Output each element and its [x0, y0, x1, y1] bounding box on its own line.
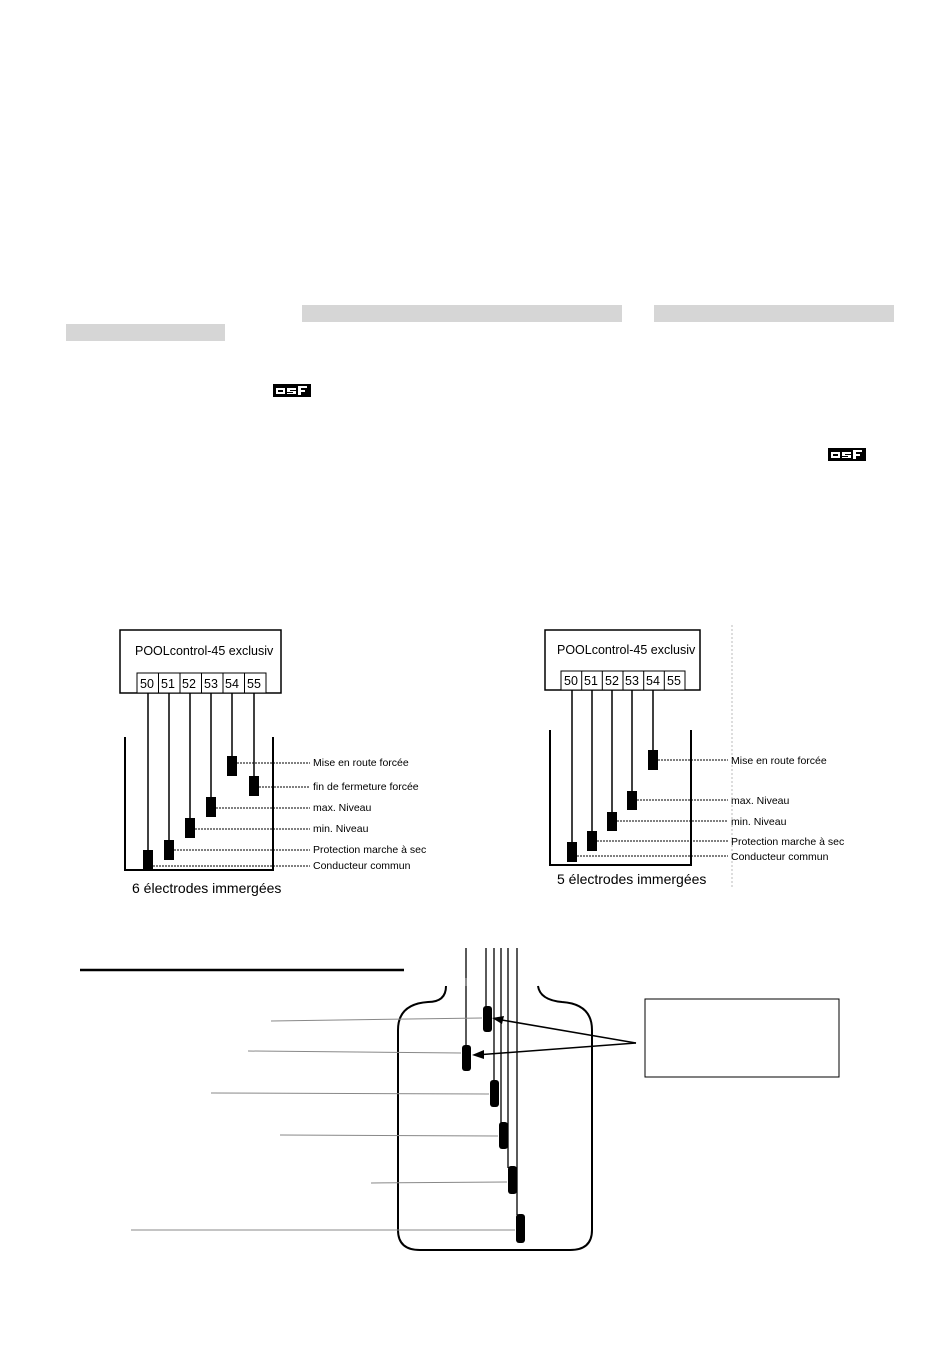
terminal-50: 50 [564, 674, 578, 688]
electrode [249, 776, 259, 796]
label-mise-en-route: Mise en route forcée [313, 757, 409, 769]
label-fin-fermeture: fin de fermeture forcée [313, 781, 419, 793]
electrode [516, 1214, 525, 1243]
label-protection: Protection marche à sec [313, 844, 426, 856]
label-max-niveau: max. Niveau [731, 795, 790, 807]
terminal-52: 52 [605, 674, 619, 688]
electrode [567, 842, 577, 862]
highlight-bar-3 [66, 324, 225, 341]
electrode [462, 1045, 471, 1071]
left-caption: 6 électrodes immergées [132, 880, 281, 896]
electrode [587, 831, 597, 851]
terminal-54: 54 [646, 674, 660, 688]
terminal-54: 54 [225, 677, 239, 691]
electrode [648, 750, 658, 770]
controller-name: POOLcontrol-45 exclusiv [135, 644, 274, 658]
terminal-52: 52 [182, 677, 196, 691]
terminal-53: 53 [625, 674, 639, 688]
label-mise-en-route: Mise en route forcée [731, 755, 827, 767]
electrode [499, 1122, 508, 1149]
arrow-head [492, 1016, 504, 1024]
label-protection: Protection marche à sec [731, 836, 844, 848]
electrode [508, 1166, 517, 1194]
electrode [185, 818, 195, 838]
electrode [483, 1006, 492, 1032]
electrode [627, 791, 637, 810]
vessel-diagram [80, 948, 840, 1251]
highlight-bar-1 [302, 305, 622, 322]
electrode [490, 1080, 499, 1107]
callout-box [644, 998, 840, 1078]
controller-name: POOLcontrol-45 exclusiv [557, 643, 696, 657]
osf-logo-icon [828, 448, 866, 461]
label-conducteur: Conducteur commun [313, 860, 411, 872]
electrode [143, 850, 153, 870]
terminal-51: 51 [584, 674, 598, 688]
label-min-niveau: min. Niveau [313, 823, 369, 835]
right-caption: 5 électrodes immergées [557, 871, 706, 887]
tank [549, 730, 692, 866]
electrode [164, 840, 174, 860]
label-min-niveau: min. Niveau [731, 816, 787, 828]
label-max-niveau: max. Niveau [313, 802, 372, 814]
terminal-51: 51 [161, 677, 175, 691]
tank [124, 737, 274, 871]
terminal-53: 53 [204, 677, 218, 691]
electrode [227, 756, 237, 776]
osf-logo-icon [273, 384, 311, 397]
electrode [607, 812, 617, 831]
label-conducteur: Conducteur commun [731, 851, 829, 863]
terminal-55: 55 [667, 674, 681, 688]
highlight-bar-2 [654, 305, 894, 322]
electrode [206, 797, 216, 817]
right-electrode-diagram: POOLcontrol-45 exclusiv 50 51 52 53 54 5… [544, 625, 844, 888]
arrow-head [472, 1050, 484, 1059]
terminal-50: 50 [140, 677, 154, 691]
vessel [397, 985, 593, 1251]
terminal-55: 55 [247, 677, 261, 691]
left-electrode-diagram: POOLcontrol-45 exclusiv 50 51 52 53 54 5… [119, 629, 426, 896]
